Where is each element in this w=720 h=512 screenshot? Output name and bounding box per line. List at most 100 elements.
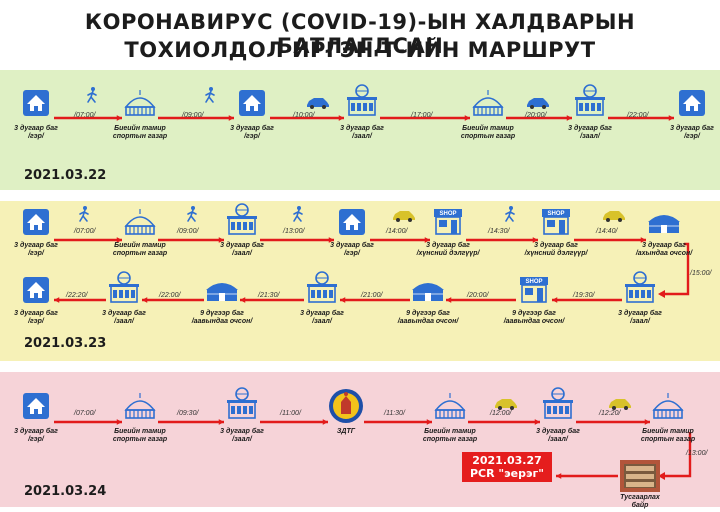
route-arrow (340, 297, 410, 303)
car-icon (307, 98, 329, 109)
building-icon (620, 460, 660, 492)
route-arrow (370, 237, 430, 243)
route-arrow (556, 473, 618, 479)
route-arrow (240, 297, 304, 303)
gym-icon (625, 271, 655, 303)
pcr-text: PCR "эерэг" (469, 467, 545, 480)
stop-label: 3 дугаар баг /хүнсний дэлгүүр/ (416, 242, 480, 257)
car-icon (609, 399, 631, 410)
stop-label: 3 дугаар баг /заал/ (102, 310, 146, 325)
route-arrow (54, 297, 106, 303)
stop-label: 3 дугаар баг /гэр/ (14, 310, 58, 325)
route-arrow (158, 419, 224, 425)
route-arrow (576, 419, 650, 425)
route-arrow (506, 115, 572, 121)
svg-text:SHOP: SHOP (547, 211, 564, 217)
house-icon (339, 209, 365, 235)
svg-text:SHOP: SHOP (525, 279, 542, 285)
stop-label: 9 дүгээр баг /аавындаа очсон/ (503, 310, 565, 325)
route-arrow (574, 237, 646, 243)
stadium-icon (472, 90, 504, 116)
house-icon (23, 277, 49, 303)
stop-label: 3 дугаар баг /гэр/ (330, 242, 374, 257)
time-label: /13:00/ (283, 228, 305, 235)
time-label: /22:00/ (159, 292, 181, 299)
shop-icon: SHOP (434, 209, 462, 235)
time-label: /11:00/ (280, 410, 301, 417)
route-arrow (270, 115, 344, 121)
time-label: /17:00/ (411, 112, 433, 119)
date-label-0323: 2021.03.23 (24, 336, 107, 351)
stop-label: Биеийн тамир спортын газар (112, 125, 168, 140)
route-arrow (158, 115, 234, 121)
route-arrow (552, 297, 622, 303)
yurt-icon (648, 215, 680, 233)
route-arrow (608, 115, 674, 121)
house-icon (679, 90, 705, 116)
stop-label: 3 дугаар баг /заал/ (300, 310, 344, 325)
stadium-icon (652, 393, 684, 419)
stop-label: 9 дүгээр баг /аавындаа очсон/ (397, 310, 459, 325)
stadium-icon (124, 209, 156, 235)
stop-label: Биеийн тамир спортын газар (422, 428, 478, 443)
gym-icon (227, 387, 257, 419)
time-label: /15:00/ (690, 270, 712, 277)
route-arrow (54, 419, 122, 425)
yurt-icon (206, 283, 238, 301)
time-label: /09:00/ (182, 112, 204, 119)
title-line-1: КОРОНАВИРУС (COVID-19)-ЫН ХАЛДВАРЫН БАТЛ… (84, 10, 636, 58)
stop-label: ЗДТГ (336, 428, 356, 435)
emblem-icon (329, 389, 363, 423)
route-arrow (466, 237, 538, 243)
time-label: /09:30/ (177, 410, 199, 417)
walk-icon (187, 206, 197, 222)
car-icon (603, 211, 625, 222)
stop-label: 3 дугаар баг /заал/ (536, 428, 580, 443)
stop-label: 9 дүгээр баг /аавындаа очсон/ (191, 310, 253, 325)
title-line-2: ТОХИОЛДОЛ ИРГЭН Т-ИЙН МАРШРУТ (124, 38, 596, 62)
stop-label: 3 дугаар баг /заал/ (340, 125, 384, 140)
time-label: /07:00/ (74, 228, 96, 235)
gym-icon (109, 271, 139, 303)
house-icon (239, 90, 265, 116)
route-arrow (158, 237, 224, 243)
pcr-date: 2021.03.27 (472, 454, 542, 467)
time-label: /13:00/ (686, 450, 708, 457)
date-label-0322: 2021.03.22 (24, 168, 107, 183)
walk-icon (293, 206, 303, 222)
route-arrow (54, 237, 122, 243)
gym-icon (543, 387, 573, 419)
time-label: /21:00/ (361, 292, 383, 299)
route-arrow (260, 419, 328, 425)
stop-label: 3 дугаар баг /хүнсний дэлгүүр/ (524, 242, 588, 257)
walk-icon (505, 206, 515, 222)
route-arrow (142, 297, 204, 303)
stop-label: 3 дугаар баг /гэр/ (14, 428, 58, 443)
stadium-icon (124, 393, 156, 419)
gym-icon (347, 84, 377, 116)
gym-icon (575, 84, 605, 116)
time-label: /20:00/ (467, 292, 489, 299)
time-label: /07:00/ (74, 410, 96, 417)
gym-icon (307, 271, 337, 303)
time-label: /09:00/ (177, 228, 199, 235)
day-band-0322 (0, 70, 720, 190)
route-turn (658, 242, 690, 298)
stop-label: 3 дугаар баг /заал/ (220, 428, 264, 443)
house-icon (23, 393, 49, 419)
stop-label: Биеийн тамир спортын газар (112, 428, 168, 443)
stop-label: 3 дугаар баг /ахындаа очсон/ (635, 242, 693, 257)
time-label: /14:00/ (386, 228, 408, 235)
time-label: /22:00/ (627, 112, 649, 119)
stop-label: Тусгаарлах байр (620, 494, 660, 509)
stop-label: Биеийн тамир спортын газар (640, 428, 696, 443)
time-label: /14:30/ (488, 228, 510, 235)
route-turn (658, 432, 692, 480)
stop-label: 3 дугаар баг /гэр/ (670, 125, 714, 140)
time-label: /07:00/ (74, 112, 96, 119)
time-label: /14:40/ (596, 228, 618, 235)
shop-icon: SHOP (520, 277, 548, 303)
svg-text:SHOP: SHOP (439, 211, 456, 217)
date-label-0324: 2021.03.24 (24, 484, 107, 499)
